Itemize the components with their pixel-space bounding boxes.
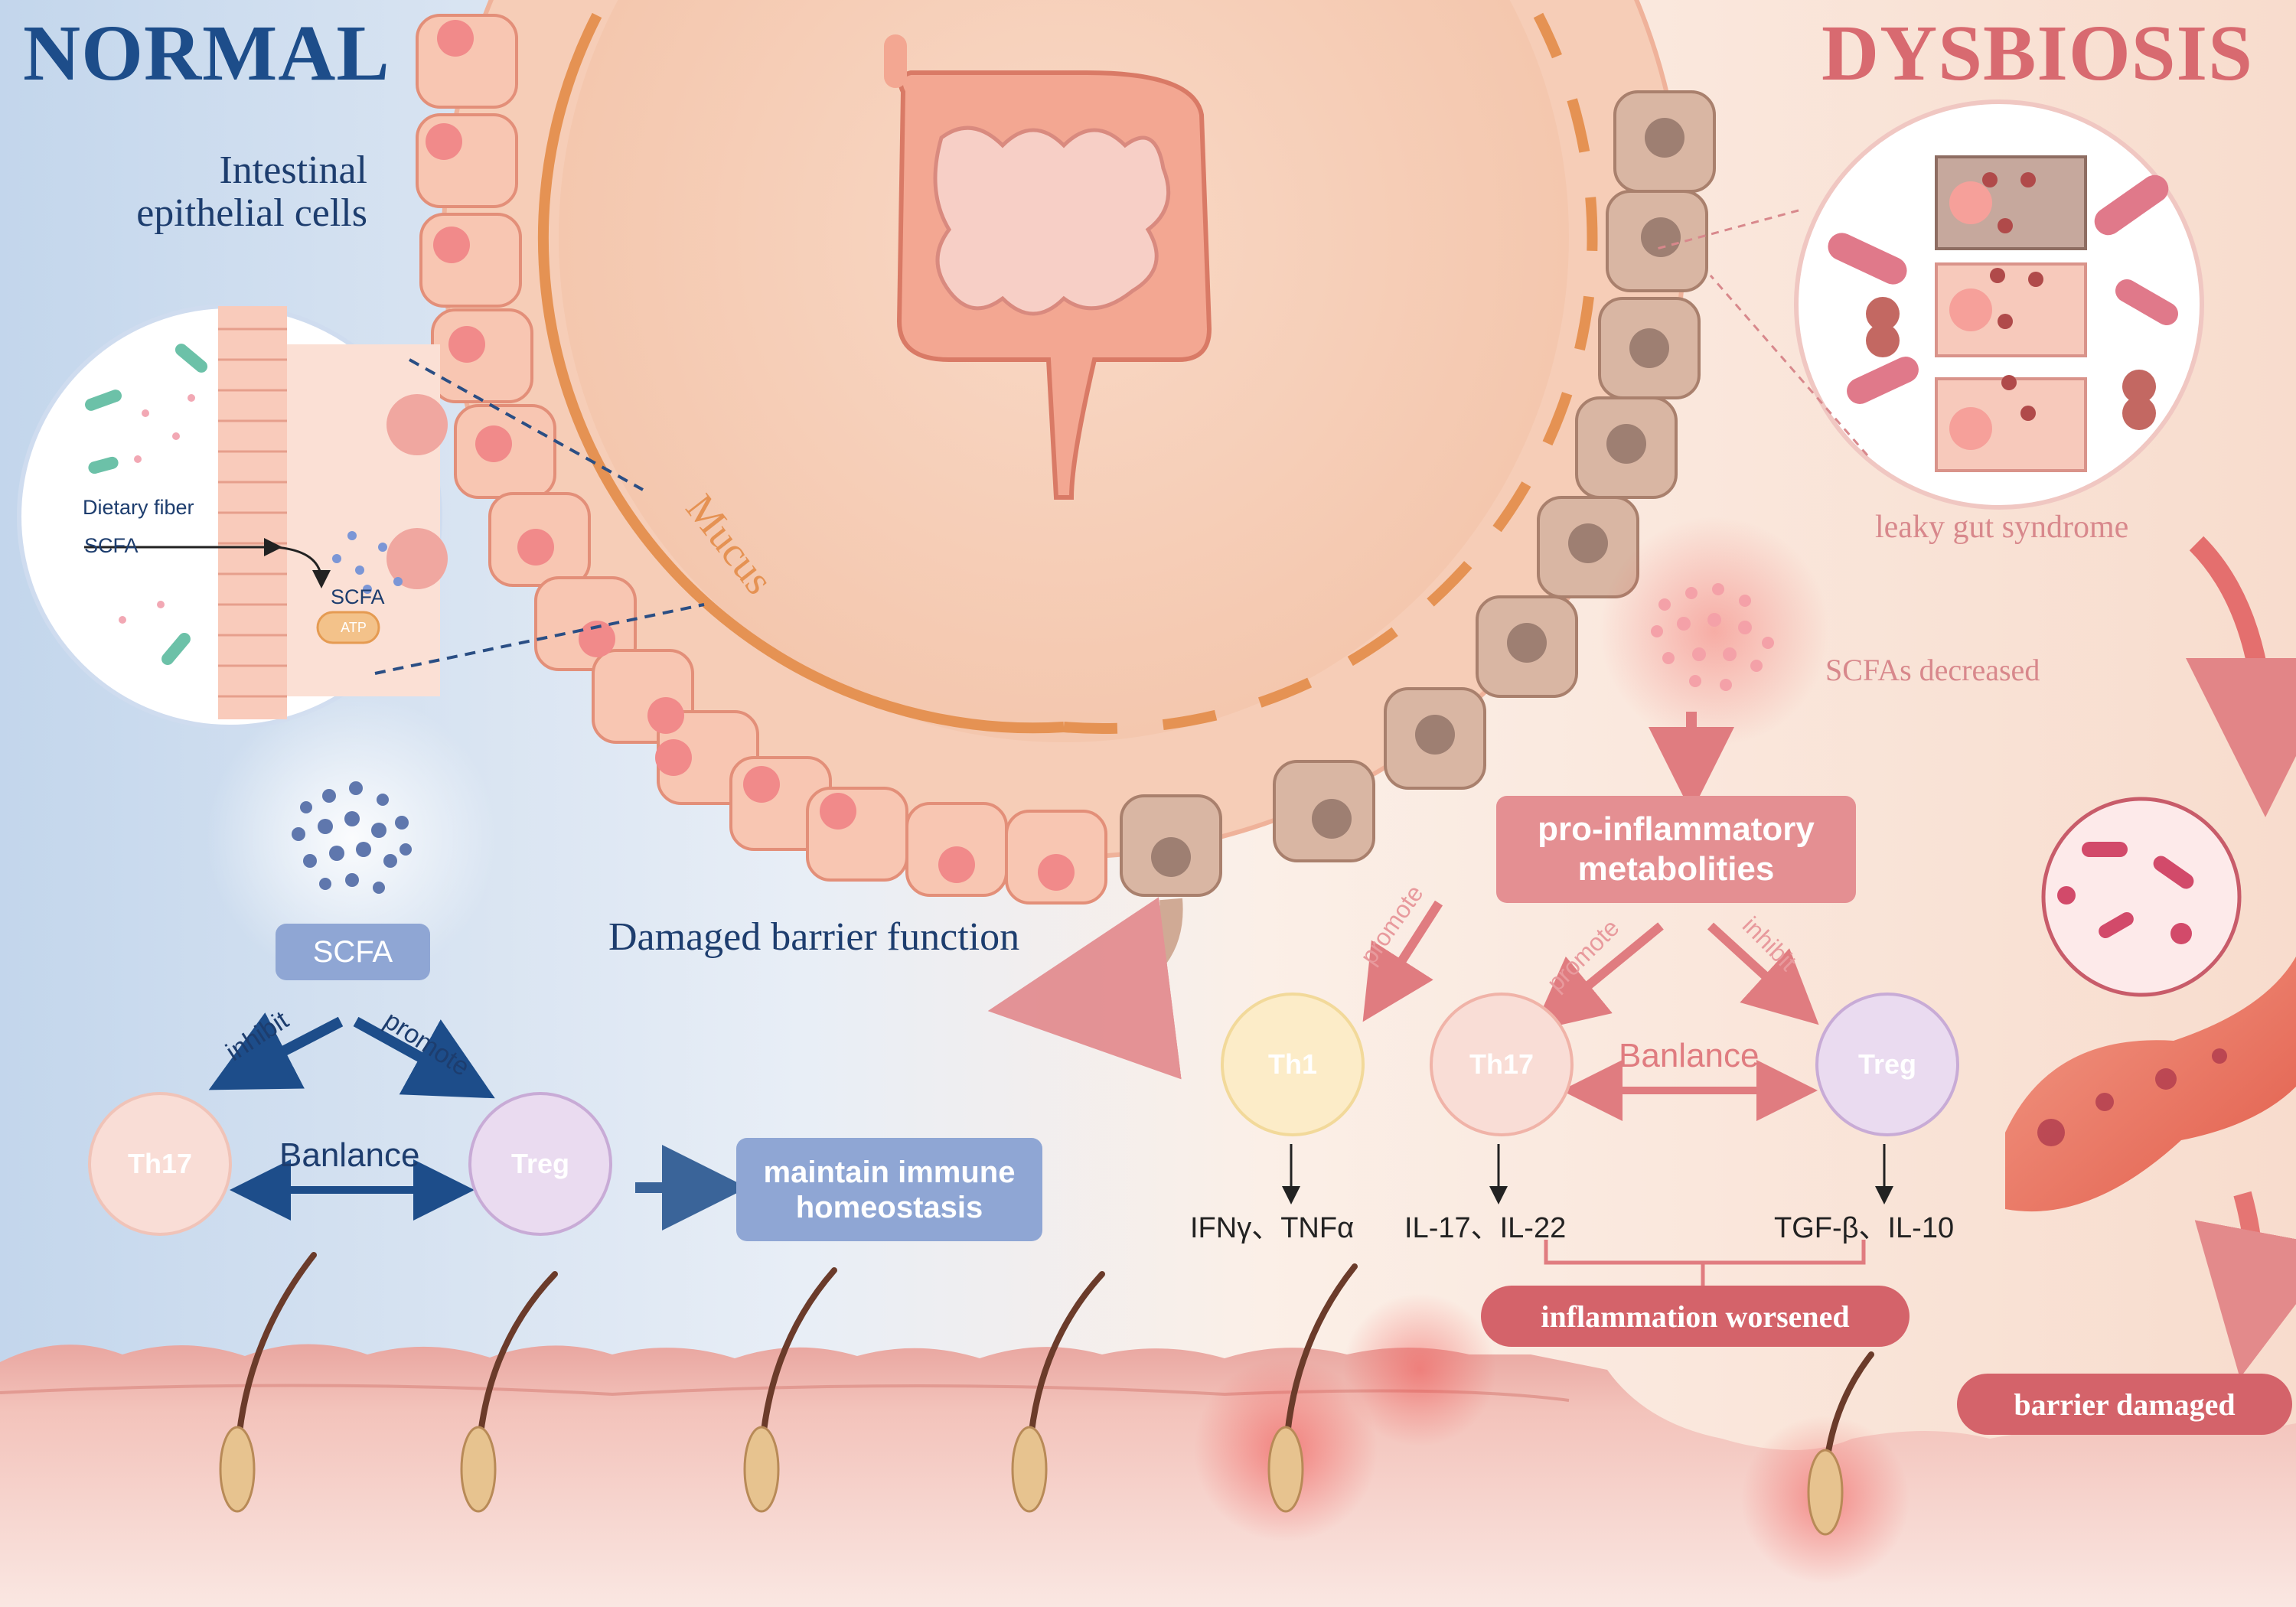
dysbiosis-treg-cell: Treg	[1815, 993, 1959, 1136]
inset-scfa-label-2: SCFA	[331, 585, 385, 608]
inset-scfa-label: SCFA	[84, 534, 139, 557]
inset-dietary-fiber: Dietary fiber	[83, 496, 194, 519]
inset-atp-label: ATP	[341, 620, 367, 635]
th17-cytokines: IL-17、IL-22	[1404, 1212, 1567, 1244]
epithelial-label-line2: epithelial cells	[136, 191, 367, 235]
damaged-barrier-label: Damaged barrier function	[608, 915, 1020, 959]
pro-inflammatory-line1: pro-inflammatory	[1538, 810, 1815, 848]
dysbiosis-balance-label: Banlance	[1619, 1037, 1760, 1074]
dysbiosis-title: DYSBIOSIS	[1821, 9, 2253, 97]
dysbiosis-th1-cell: Th1	[1221, 993, 1365, 1136]
normal-balance-label: Banlance	[279, 1136, 420, 1174]
barrier-damaged-pill: barrier damaged	[1957, 1374, 2292, 1435]
treg-cytokines: TGF-β、IL-10	[1774, 1212, 1955, 1244]
normal-th17-cell: Th17	[88, 1092, 232, 1236]
scfa-box: SCFA	[276, 924, 430, 980]
epithelial-label-line1: Intestinal	[219, 148, 367, 192]
epithelial-label: Intestinal epithelial cells	[92, 149, 367, 235]
homeostasis-line1: maintain immune	[763, 1155, 1016, 1189]
intestine-illustration	[884, 34, 1212, 500]
scfas-decreased-label: SCFAs decreased	[1825, 653, 2040, 687]
leaky-gut-label: leaky gut syndrome	[1875, 510, 2129, 545]
homeostasis-box: maintain immune homeostasis	[736, 1138, 1042, 1241]
normal-title: NORMAL	[23, 9, 390, 97]
inflammation-worsened-pill: inflammation worsened	[1481, 1286, 1910, 1347]
th1-cytokines: IFNγ、TNFα	[1190, 1212, 1355, 1244]
dysbiosis-th17-cell: Th17	[1430, 993, 1574, 1136]
homeostasis-line2: homeostasis	[795, 1190, 983, 1224]
pro-inflammatory-box: pro-inflammatory metabolities	[1496, 796, 1856, 903]
pro-inflammatory-line2: metabolities	[1577, 850, 1775, 888]
normal-treg-cell: Treg	[468, 1092, 612, 1236]
